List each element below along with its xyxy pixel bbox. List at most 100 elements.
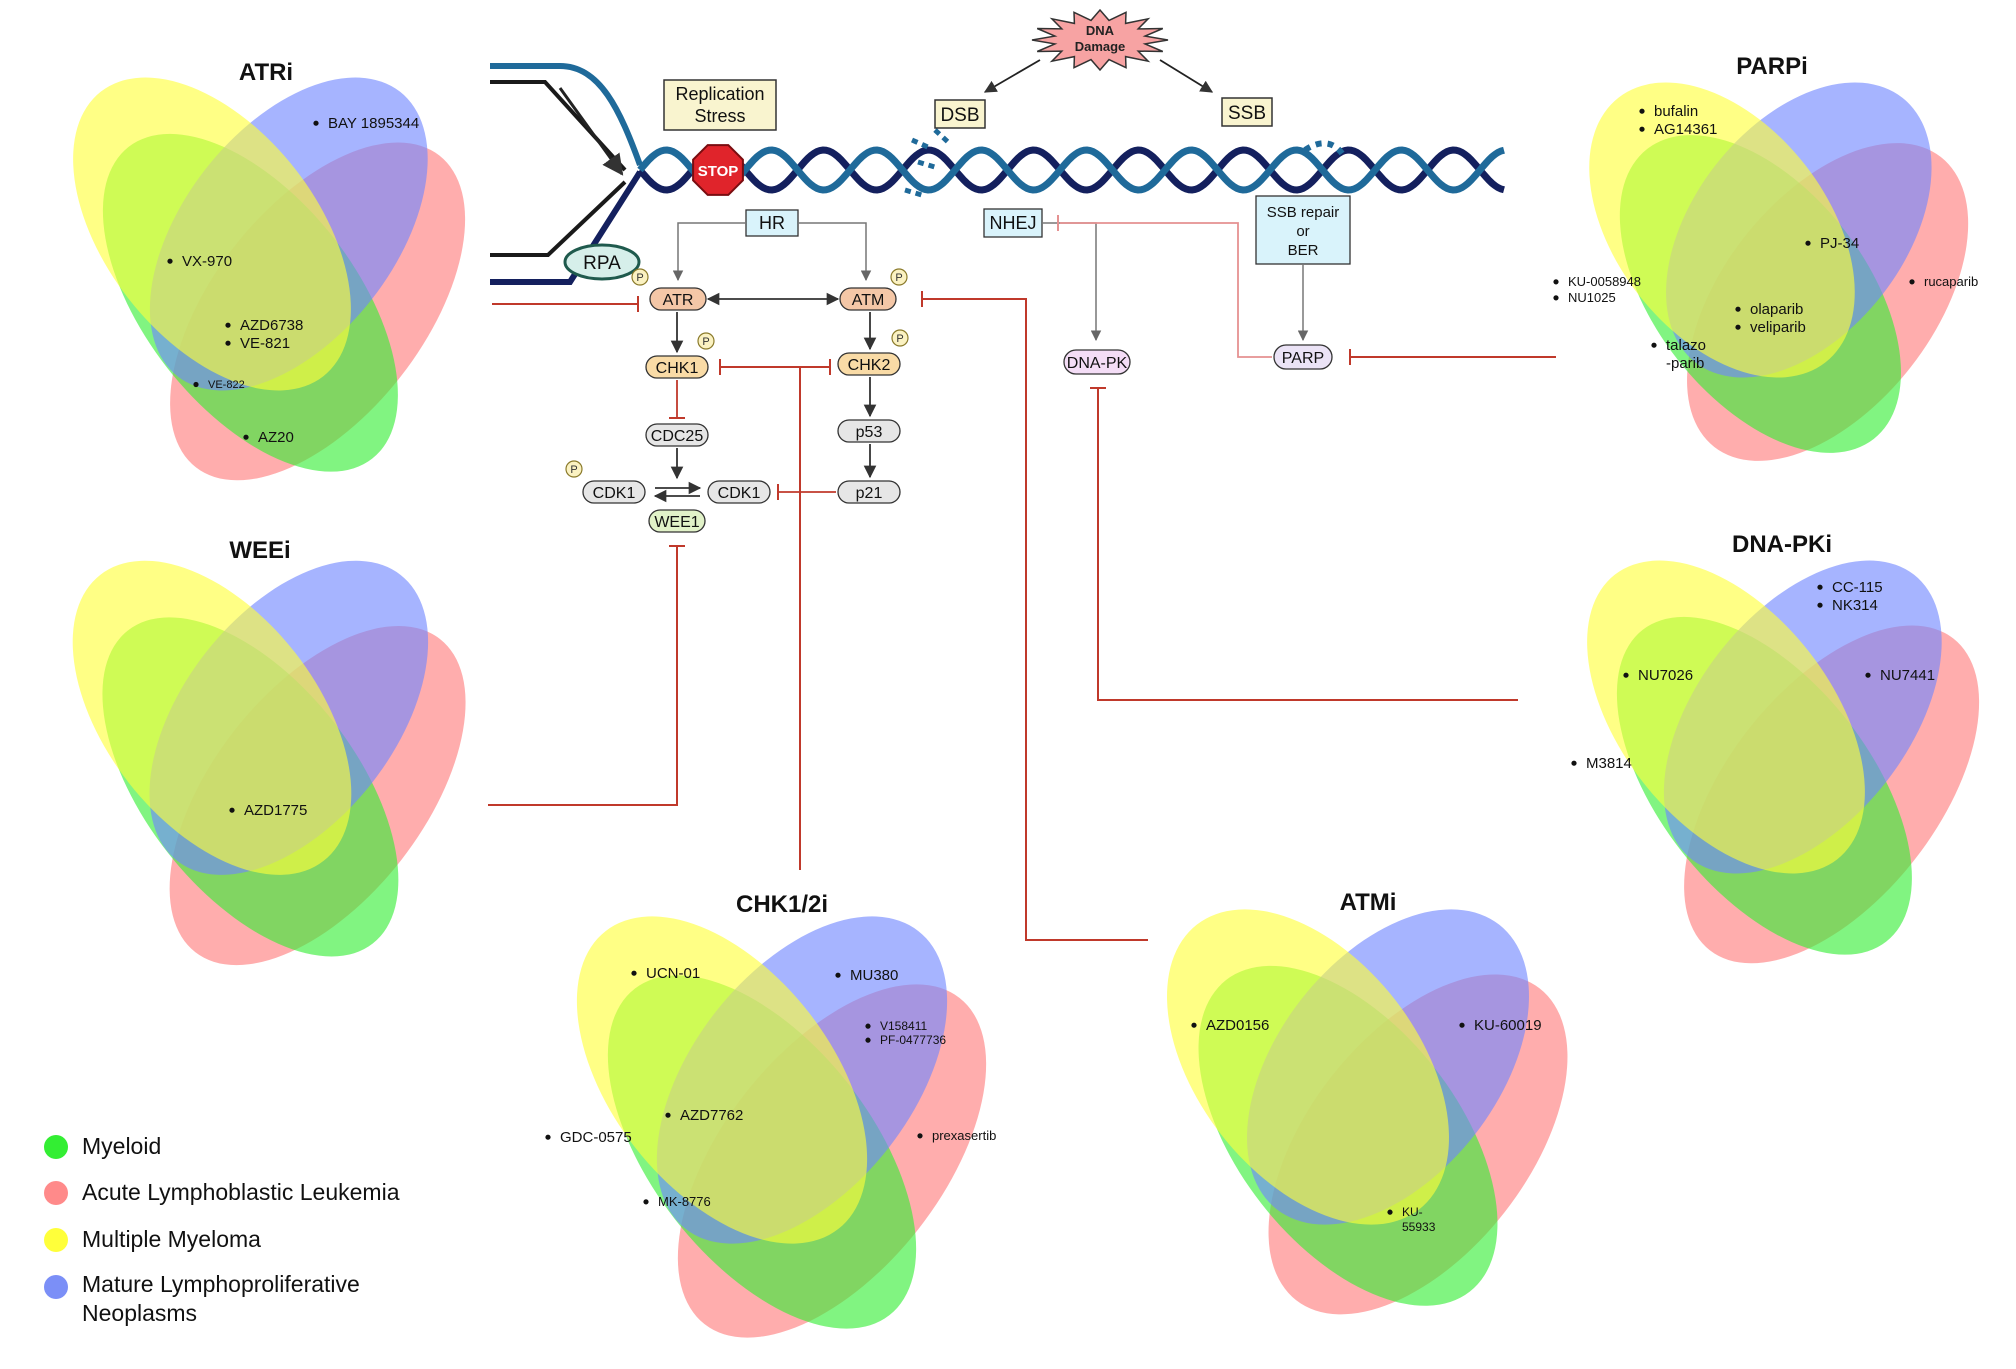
- atmi-item-1: AZD0156: [1206, 1017, 1269, 1034]
- replication-stress-label-2: Stress: [694, 106, 745, 126]
- atri-item-6: AZ20: [258, 429, 294, 446]
- weei-item-1: AZD1775: [244, 802, 307, 819]
- parpi-venn: [1589, 82, 1969, 461]
- legend-label-mm: Multiple Myeloma: [82, 1226, 261, 1252]
- p21-label: p21: [856, 485, 883, 502]
- p53-label: p53: [856, 424, 883, 441]
- chki-item-1: UCN-01: [646, 965, 700, 982]
- dnapki-title: DNA-PKi: [1732, 531, 1832, 558]
- cdk1-left-node: [582, 480, 646, 504]
- legend-swatch-mm: [44, 1228, 68, 1252]
- rpa-label: RPA: [583, 253, 621, 274]
- parpi-item-8: rucaparib: [1924, 274, 1978, 289]
- atri-item-4-bullet: [225, 340, 231, 346]
- ssb-repair-label-2: or: [1296, 223, 1309, 240]
- legend-label-mlpn-2: Neoplasms: [82, 1300, 197, 1326]
- parpi-item-8-bullet: [1909, 279, 1915, 285]
- stop-label: STOP: [698, 163, 739, 180]
- parpi-item-5-bullet: [1553, 295, 1559, 301]
- parpi-item-4: KU-0058948: [1568, 274, 1641, 289]
- dnapki-item-1-bullet: [1817, 584, 1823, 590]
- fork-strand-top-light: [490, 63, 643, 167]
- dnapk-node: [1063, 349, 1131, 375]
- dnapk-label: DNA-PK: [1067, 355, 1128, 372]
- nhej-box: [983, 208, 1043, 238]
- chki-title: CHK1/2i: [736, 891, 828, 918]
- chk1-node: [645, 355, 709, 379]
- parpi-item-1-bullet: [1639, 108, 1645, 114]
- chki-item-2: MU380: [850, 967, 898, 984]
- weei-ellipse-mm: [72, 560, 352, 875]
- inhibitor-lines: [488, 291, 1556, 941]
- dna-damage-label-1: DNA: [1086, 23, 1115, 38]
- dnapki-item-3: NU7026: [1638, 667, 1693, 684]
- parpi-item-9-bullet: [1651, 342, 1657, 348]
- ssb-break-mark: [1303, 140, 1348, 160]
- fork-strand-bottom-dark: [490, 180, 627, 257]
- chk2-label: CHK2: [848, 357, 891, 374]
- legend-swatch-myeloid: [44, 1135, 68, 1159]
- parpi-ellipse-mm: [1589, 82, 1855, 378]
- atri-item-1: BAY 1895344: [328, 115, 419, 132]
- dna-damage-label-2: Damage: [1075, 39, 1126, 54]
- helix-strand-b: [637, 146, 1505, 194]
- atm-node: [839, 287, 897, 311]
- ssb-repair-box: [1255, 195, 1351, 265]
- rpa-node: [563, 243, 641, 281]
- legend-label-mlpn-1: Mature Lymphoproliferative: [82, 1271, 360, 1297]
- atmi-item-2: KU-60019: [1474, 1017, 1542, 1034]
- chki-item-4: PF-0477736: [880, 1033, 946, 1047]
- atmi-item-3-bullet: [1387, 1209, 1393, 1215]
- atmi-item-2-bullet: [1459, 1022, 1465, 1028]
- atmi-item-3: KU-: [1402, 1205, 1423, 1219]
- ssb-box: [1221, 97, 1273, 127]
- parpi-item-2-bullet: [1639, 126, 1645, 132]
- parpi-item-1: bufalin: [1654, 103, 1698, 120]
- hr-label: HR: [759, 213, 785, 233]
- dnapki-venn: [1587, 560, 1980, 964]
- phospho-chk1: P: [702, 336, 709, 348]
- parpi-item-6-bullet: [1735, 306, 1741, 312]
- pathway: DNA Damage DSB SSB Replication Stress ST…: [563, 8, 1351, 533]
- wee1-node: [648, 509, 706, 533]
- parpi-item-6: olaparib: [1750, 301, 1803, 318]
- nhej-label: NHEJ: [989, 213, 1036, 233]
- parpi-item-2: AG14361: [1654, 121, 1717, 138]
- dnapki-item-2: NK314: [1832, 597, 1878, 614]
- phospho-atr: P: [636, 272, 643, 284]
- cdk1-left-label: CDK1: [593, 485, 636, 502]
- chk1-label: CHK1: [656, 360, 699, 377]
- chki-item-1-bullet: [631, 970, 637, 976]
- atri-item-5: VE-822: [208, 379, 245, 391]
- weei-venn: [72, 560, 466, 966]
- chki-item-5-bullet: [665, 1112, 671, 1118]
- legend-label-all: Acute Lymphoblastic Leukemia: [82, 1179, 400, 1205]
- atmi-ellipse-mm: [1167, 909, 1449, 1225]
- dnapki-item-5-bullet: [1571, 760, 1577, 766]
- atmi-item-1-bullet: [1191, 1022, 1197, 1028]
- ssb-label: SSB: [1228, 103, 1266, 124]
- cdc25-node: [645, 423, 709, 447]
- stop-sign-icon: [692, 144, 744, 196]
- chki-item-6: GDC-0575: [560, 1129, 632, 1146]
- chki-item-4-bullet: [865, 1037, 871, 1043]
- atri-item-2: VX-970: [182, 253, 232, 270]
- parp-nhej-inhibit-line: [1060, 222, 1272, 358]
- parpi-item-10: -parib: [1666, 355, 1704, 372]
- ssb-repair-label-3: BER: [1288, 242, 1319, 259]
- legend-label-myeloid: Myeloid: [82, 1133, 161, 1159]
- dnapki-item-4-bullet: [1865, 672, 1871, 678]
- atri-item-1-bullet: [313, 120, 319, 126]
- atri-item-3: AZD6738: [240, 317, 303, 334]
- helix-strand-a: [637, 146, 1505, 194]
- chki-item-3-bullet: [865, 1023, 871, 1029]
- legend-swatch-mlpn: [44, 1275, 68, 1299]
- atmi-item-4: 55933: [1402, 1220, 1436, 1234]
- chki-item-8: MK-8776: [658, 1194, 711, 1209]
- weei-title: WEEi: [229, 537, 290, 564]
- parpi-title: PARPi: [1736, 53, 1808, 80]
- venn-labels: ATRi BAY 1895344 VX-970 AZD6738 VE-821 V…: [182, 53, 1978, 1234]
- dnapki-item-1: CC-115: [1832, 579, 1883, 596]
- fork-arrow: [558, 87, 624, 176]
